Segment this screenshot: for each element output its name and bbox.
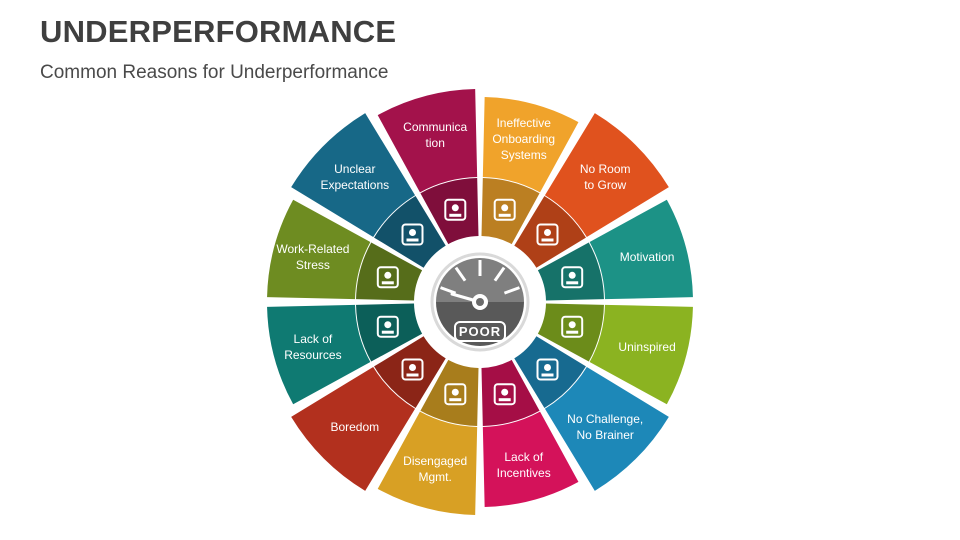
segment-label-line: Motivation — [620, 250, 675, 264]
segment-band-stress — [267, 199, 371, 300]
gauge-hub-inner — [476, 298, 484, 306]
segment-band-no-challenge — [544, 366, 669, 491]
segment-label-line: Ineffective — [496, 116, 551, 130]
segment-band-uninspired — [589, 304, 693, 405]
segment-band-no-room — [544, 113, 669, 238]
segment-label-line: tion — [426, 136, 445, 150]
gift-box-icon — [493, 383, 516, 406]
page-subtitle: Common Reasons for Underperformance — [40, 62, 389, 83]
presenter-chart-icon — [401, 223, 424, 246]
raised-fist-icon — [561, 266, 584, 289]
segment-inner-boredom — [374, 336, 446, 408]
segment-label-line: Lack of — [294, 332, 333, 346]
climbing-stairs-icon — [536, 358, 559, 381]
segment-label-line: Boredom — [330, 420, 379, 434]
chat-bubbles-icon — [444, 198, 467, 221]
segment-band-incentives — [482, 411, 579, 507]
gauge-tick — [440, 286, 457, 295]
segment-label-resources: Lack of Resources — [284, 332, 341, 362]
segment-inner-motivation — [537, 242, 604, 301]
segment-label-uninspired: Uninspired — [618, 340, 675, 354]
segment-label-line: No Room — [580, 162, 631, 176]
gauge-ticks — [440, 260, 520, 295]
segment-label-line: Incentives — [497, 466, 551, 480]
segment-label-line: No Brainer — [577, 428, 634, 442]
segment-uninspired: Uninspired — [537, 303, 693, 405]
page-title: UNDERPERFORMANCE — [40, 14, 397, 49]
gauge-tick — [454, 266, 467, 282]
segment-label-line: Onboarding — [492, 132, 555, 146]
segment-label-line: to Grow — [584, 178, 626, 192]
segment-motivation: Motivation — [537, 199, 693, 301]
segment-band-expectations — [291, 113, 416, 238]
poor-gauge: POOR — [430, 252, 530, 352]
segment-label-line: Uninspired — [618, 340, 675, 354]
document-search-icon — [493, 198, 516, 221]
segment-label-motivation: Motivation — [620, 250, 675, 264]
segment-label-line: No Challenge, — [567, 412, 643, 426]
bored-person-icon — [401, 358, 424, 381]
segment-label-line: Unclear — [334, 162, 375, 176]
gauge-tick — [503, 286, 520, 295]
stressed-worker-icon — [376, 266, 399, 289]
person-at-desk-icon — [561, 315, 584, 338]
segment-inner-stress — [356, 242, 423, 301]
segment-label-line: Disengaged — [403, 454, 467, 468]
segment-band-onboarding — [482, 97, 579, 193]
growth-chart-icon — [536, 223, 559, 246]
segment-band-disengaged — [377, 411, 478, 515]
two-people-arrows-icon — [444, 383, 467, 406]
segment-no-room: No Room to Grow — [514, 113, 669, 268]
segment-no-challenge: No Challenge, No Brainer — [514, 336, 669, 491]
segment-label-no-room: No Room to Grow — [580, 162, 631, 192]
segment-band-boredom — [291, 366, 416, 491]
segment-label-incentives: Lack of Incentives — [497, 450, 551, 480]
gauge-label-box — [454, 321, 506, 342]
segment-label-line: Communica — [403, 120, 467, 134]
segment-inner-disengaged — [420, 359, 479, 426]
segment-inner-no-challenge — [514, 336, 586, 408]
gauge-label: POOR — [459, 324, 501, 339]
segment-inner-onboarding — [481, 178, 540, 245]
segment-band-communication — [377, 89, 478, 193]
segment-communication: Communica tion — [377, 89, 479, 245]
segment-label-line: Lack of — [504, 450, 543, 464]
segment-incentives: Lack of Incentives — [481, 359, 579, 507]
segment-label-line: Stress — [296, 258, 330, 272]
segment-label-line: Systems — [501, 148, 547, 162]
segment-inner-communication — [420, 178, 479, 245]
segment-label-line: Expectations — [320, 178, 389, 192]
segment-band-motivation — [589, 199, 693, 300]
segment-label-line: Resources — [284, 348, 341, 362]
segment-boredom: Boredom — [291, 336, 446, 491]
gauge-tick — [493, 266, 506, 282]
segment-label-line: Mgmt. — [419, 470, 452, 484]
segment-resources: Lack of Resources — [267, 303, 423, 405]
segment-label-line: Work-Related — [276, 242, 349, 256]
segment-inner-incentives — [481, 359, 540, 426]
segment-label-communication: Communica tion — [403, 120, 467, 150]
segment-label-no-challenge: No Challenge, No Brainer — [567, 412, 643, 442]
segment-band-resources — [267, 304, 371, 405]
segment-label-boredom: Boredom — [330, 420, 379, 434]
team-cycle-icon — [376, 315, 399, 338]
